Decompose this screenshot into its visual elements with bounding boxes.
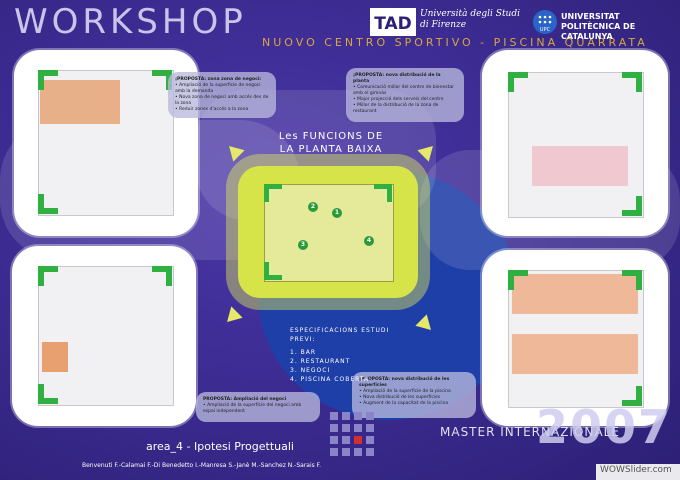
- plan-corner: [38, 398, 58, 404]
- plan-body: [508, 72, 644, 218]
- plan-corner: [636, 386, 642, 406]
- plan-corner: [152, 70, 172, 76]
- arrow-down-left-icon: [221, 306, 243, 328]
- plan-corner: [508, 270, 514, 290]
- plan-corner: [622, 210, 642, 216]
- callout-body: • Ampliació de la superfície de la pisci…: [359, 389, 451, 406]
- marker-4: 4: [364, 236, 374, 246]
- plan-highlight: [40, 80, 120, 124]
- specs-item: 2. RESTAURANT: [290, 358, 351, 365]
- callout-top-right: ¡PROPOSTA: nova distribució de la planta…: [346, 68, 464, 122]
- specs-heading-1: ESPECIFICACIONS ESTUDI: [290, 327, 390, 334]
- plan-corner: [508, 72, 528, 78]
- upc-logo: UPC: [533, 10, 557, 34]
- floorplan-top-left: [14, 50, 198, 236]
- callout-body: • Ampliació de la superfície del negoci …: [203, 403, 302, 414]
- plan-corner: [38, 194, 44, 214]
- page-subtitle: NUOVO CENTRO SPORTIVO - PISCINA QUARRATA: [262, 36, 648, 49]
- specs-item: 1. BAR: [290, 349, 317, 356]
- callout-body: • Ampliació de la superfície de negoci a…: [175, 83, 269, 112]
- floorplan-bottom-right: [482, 250, 668, 426]
- plan-corner: [38, 384, 44, 404]
- plan-corner: [152, 266, 172, 272]
- center-floorplan: 1 2 3 4: [238, 166, 418, 298]
- plan-corner: [166, 266, 172, 286]
- upc-text: UNIVERSITAT POLITÈCNICA DE CATALUNYA: [561, 12, 636, 41]
- callout-title: ¡PROPOSTA: zona zona de negoci:: [175, 77, 262, 82]
- upc-logo-text: UPC: [540, 27, 551, 33]
- specs-item: 4. PISCINA COBERTA: [290, 376, 370, 383]
- plan-corner: [622, 72, 642, 78]
- plan-highlight: [532, 146, 628, 186]
- center-plan-body: [264, 184, 394, 282]
- callout-bottom-left: PROPOSTA: Ampliació del negoci • Ampliac…: [196, 392, 320, 422]
- specs-item: 3. NEGOCI: [290, 367, 331, 374]
- plan-corner: [508, 270, 528, 276]
- plan-highlight: [42, 342, 68, 372]
- plan-corner: [622, 400, 642, 406]
- callout-title: PROPOSTA: Ampliació del negoci: [203, 397, 287, 402]
- funcions-line-2: LA PLANTA BAIXA: [279, 144, 383, 155]
- callout-title: ¡PROPOSTA: nova distribució de les super…: [359, 377, 450, 388]
- plan-corner: [636, 72, 642, 92]
- plan-corner: [387, 184, 392, 202]
- callout-title: ¡PROPOSTA: nova distribució de la planta: [353, 73, 441, 84]
- plan-corner: [636, 270, 642, 290]
- tad-logo-text: TAD: [374, 14, 412, 34]
- plan-corner: [38, 70, 58, 76]
- plan-corner: [38, 266, 44, 286]
- funcions-heading: Les FUNCIONS DE LA PLANTA BAIXA: [266, 130, 396, 156]
- floorplan-top-right: [482, 50, 668, 236]
- callout-body: • Comunicació millor del centre de biene…: [353, 85, 455, 114]
- plan-corner: [38, 266, 58, 272]
- marker-3: 3: [298, 240, 308, 250]
- page-title: WORKSHOP: [14, 2, 247, 42]
- plan-corner: [264, 262, 269, 280]
- funcions-line-1: Les FUNCIONS DE: [278, 131, 384, 142]
- plan-corner: [508, 72, 514, 92]
- watermark-bar: [596, 464, 680, 480]
- callout-bottom-right: ¡PROPOSTA: nova distribució de les super…: [352, 372, 476, 418]
- marker-2: 2: [308, 202, 318, 212]
- area-label: area_4 - Ipotesi Progettuali: [146, 440, 294, 453]
- plan-highlight: [512, 334, 638, 374]
- plan-corner: [264, 184, 282, 189]
- tad-logo: TAD: [370, 8, 416, 36]
- plan-corner: [622, 270, 642, 276]
- plan-corner: [636, 196, 642, 216]
- firenze-text: Università degli Studi di Firenze: [420, 9, 520, 30]
- floorplan-bottom-left: [12, 246, 196, 426]
- watermark: WOWSlider.com: [600, 465, 672, 475]
- plan-highlight: [512, 274, 638, 314]
- plan-body: [38, 266, 174, 406]
- year-label: 2007: [536, 400, 673, 454]
- authors: Benvenuti F.-Calamai F.-Di Benedetto I.-…: [82, 462, 322, 469]
- marker-1: 1: [332, 208, 342, 218]
- plan-corner: [264, 184, 269, 202]
- master-label: MASTER INTERNAZIONALE: [440, 425, 620, 439]
- specs-block: ESPECIFICACIONS ESTUDI PREVI: 1. BAR 2. …: [290, 326, 389, 384]
- grid-logo: [330, 412, 374, 456]
- plan-corner: [38, 208, 58, 214]
- plan-corner: [374, 184, 392, 189]
- plan-corner: [38, 70, 44, 90]
- plan-corner: [264, 275, 282, 280]
- specs-heading-2: PREVI:: [290, 336, 316, 343]
- callout-top-left: ¡PROPOSTA: zona zona de negoci: • Amplia…: [168, 72, 276, 118]
